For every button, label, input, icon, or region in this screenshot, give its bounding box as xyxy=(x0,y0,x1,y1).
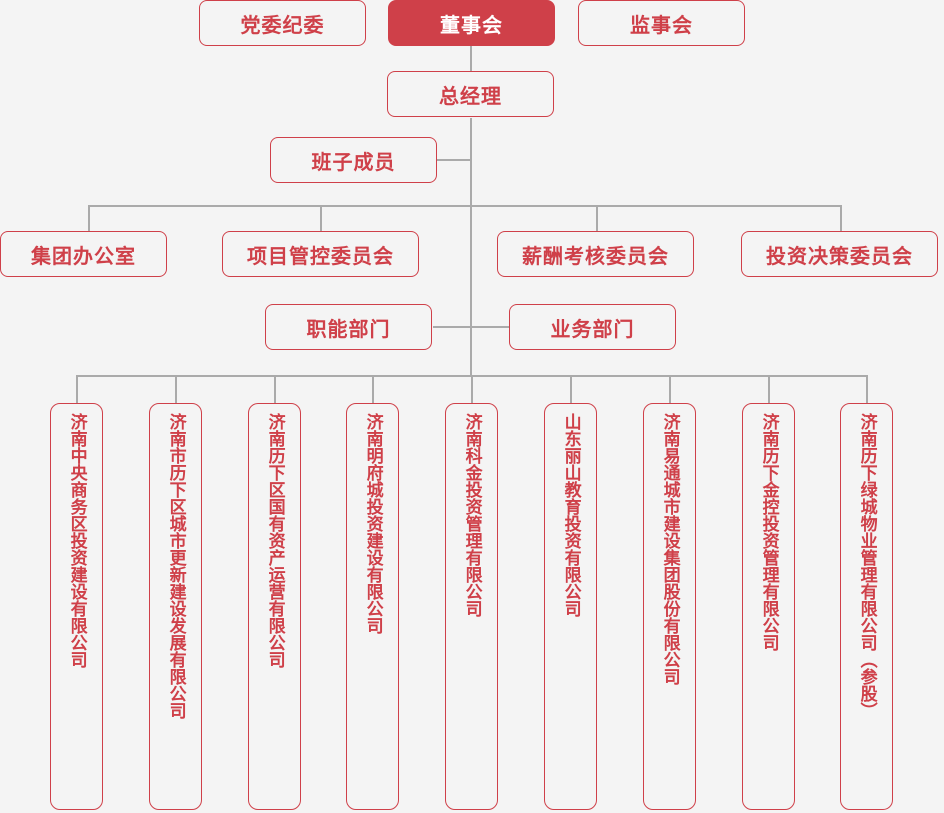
node-subsidiary-7[interactable]: 济南易通城市建设集团股份有限公司 xyxy=(643,403,696,810)
node-subsidiary-6[interactable]: 山东丽山教育投资有限公司 xyxy=(544,403,597,810)
connector-subsidiary-drop-4 xyxy=(372,375,374,403)
node-subsidiary-3[interactable]: 济南历下区国有资产运营有限公司 xyxy=(248,403,301,810)
connector-subsidiary-drop-5 xyxy=(471,375,473,403)
subsidiary-3-label: 济南历下区国有资产运营有限公司 xyxy=(265,413,285,668)
connector-subsidiary-drop-8 xyxy=(768,375,770,403)
connector-team-members xyxy=(437,159,471,161)
connector-subsidiary-drop-2 xyxy=(175,375,177,403)
connector-committee-drop-2 xyxy=(320,205,322,231)
node-business-department[interactable]: 业务部门 xyxy=(509,304,676,350)
node-group-office[interactable]: 集团办公室 xyxy=(0,231,167,277)
connector-committee-drop-3 xyxy=(596,205,598,231)
connector-subsidiary-drop-3 xyxy=(274,375,276,403)
subsidiary-4-label: 济南明府城投资建设有限公司 xyxy=(363,413,383,634)
node-party-committee[interactable]: 党委纪委 xyxy=(199,0,366,46)
node-functional-department[interactable]: 职能部门 xyxy=(265,304,432,350)
node-board-of-directors[interactable]: 董事会 xyxy=(388,0,555,46)
node-subsidiary-9[interactable]: 济南历下绿城物业管理有限公司（参股） xyxy=(840,403,893,810)
connector-subsidiary-drop-1 xyxy=(76,375,78,403)
connector-business-department xyxy=(470,326,510,328)
node-general-manager[interactable]: 总经理 xyxy=(387,71,554,117)
connector-committee-drop-1 xyxy=(88,205,90,231)
subsidiary-1-label: 济南中央商务区投资建设有限公司 xyxy=(67,413,87,668)
node-subsidiary-1[interactable]: 济南中央商务区投资建设有限公司 xyxy=(50,403,103,810)
subsidiary-9-label: 济南历下绿城物业管理有限公司（参股） xyxy=(857,413,877,719)
subsidiary-5-label: 济南科金投资管理有限公司 xyxy=(462,413,482,617)
connector-trunk-to-departments xyxy=(470,206,472,327)
connector-gm-trunk xyxy=(470,118,472,206)
subsidiary-2-label: 济南市历下区城市更新建设发展有限公司 xyxy=(166,413,186,719)
connector-subsidiary-drop-9 xyxy=(866,375,868,403)
subsidiary-8-label: 济南历下金控投资管理有限公司 xyxy=(759,413,779,651)
connector-committee-bar xyxy=(88,205,841,207)
node-project-control-committee[interactable]: 项目管控委员会 xyxy=(222,231,419,277)
node-subsidiary-4[interactable]: 济南明府城投资建设有限公司 xyxy=(346,403,399,810)
node-board-of-supervisors[interactable]: 监事会 xyxy=(578,0,745,46)
connector-subsidiary-drop-6 xyxy=(570,375,572,403)
connector-functional-department xyxy=(433,326,471,328)
node-subsidiary-8[interactable]: 济南历下金控投资管理有限公司 xyxy=(742,403,795,810)
node-team-members[interactable]: 班子成员 xyxy=(270,137,437,183)
subsidiary-7-label: 济南易通城市建设集团股份有限公司 xyxy=(660,413,680,685)
connector-board-to-gm xyxy=(470,46,472,72)
connector-committee-drop-4 xyxy=(840,205,842,231)
subsidiary-6-label: 山东丽山教育投资有限公司 xyxy=(561,413,581,617)
node-compensation-assessment-committee[interactable]: 薪酬考核委员会 xyxy=(497,231,694,277)
connector-subsidiary-drop-7 xyxy=(669,375,671,403)
connector-departments-to-subsidiaries xyxy=(470,326,472,376)
node-investment-decision-committee[interactable]: 投资决策委员会 xyxy=(741,231,938,277)
node-subsidiary-5[interactable]: 济南科金投资管理有限公司 xyxy=(445,403,498,810)
node-subsidiary-2[interactable]: 济南市历下区城市更新建设发展有限公司 xyxy=(149,403,202,810)
